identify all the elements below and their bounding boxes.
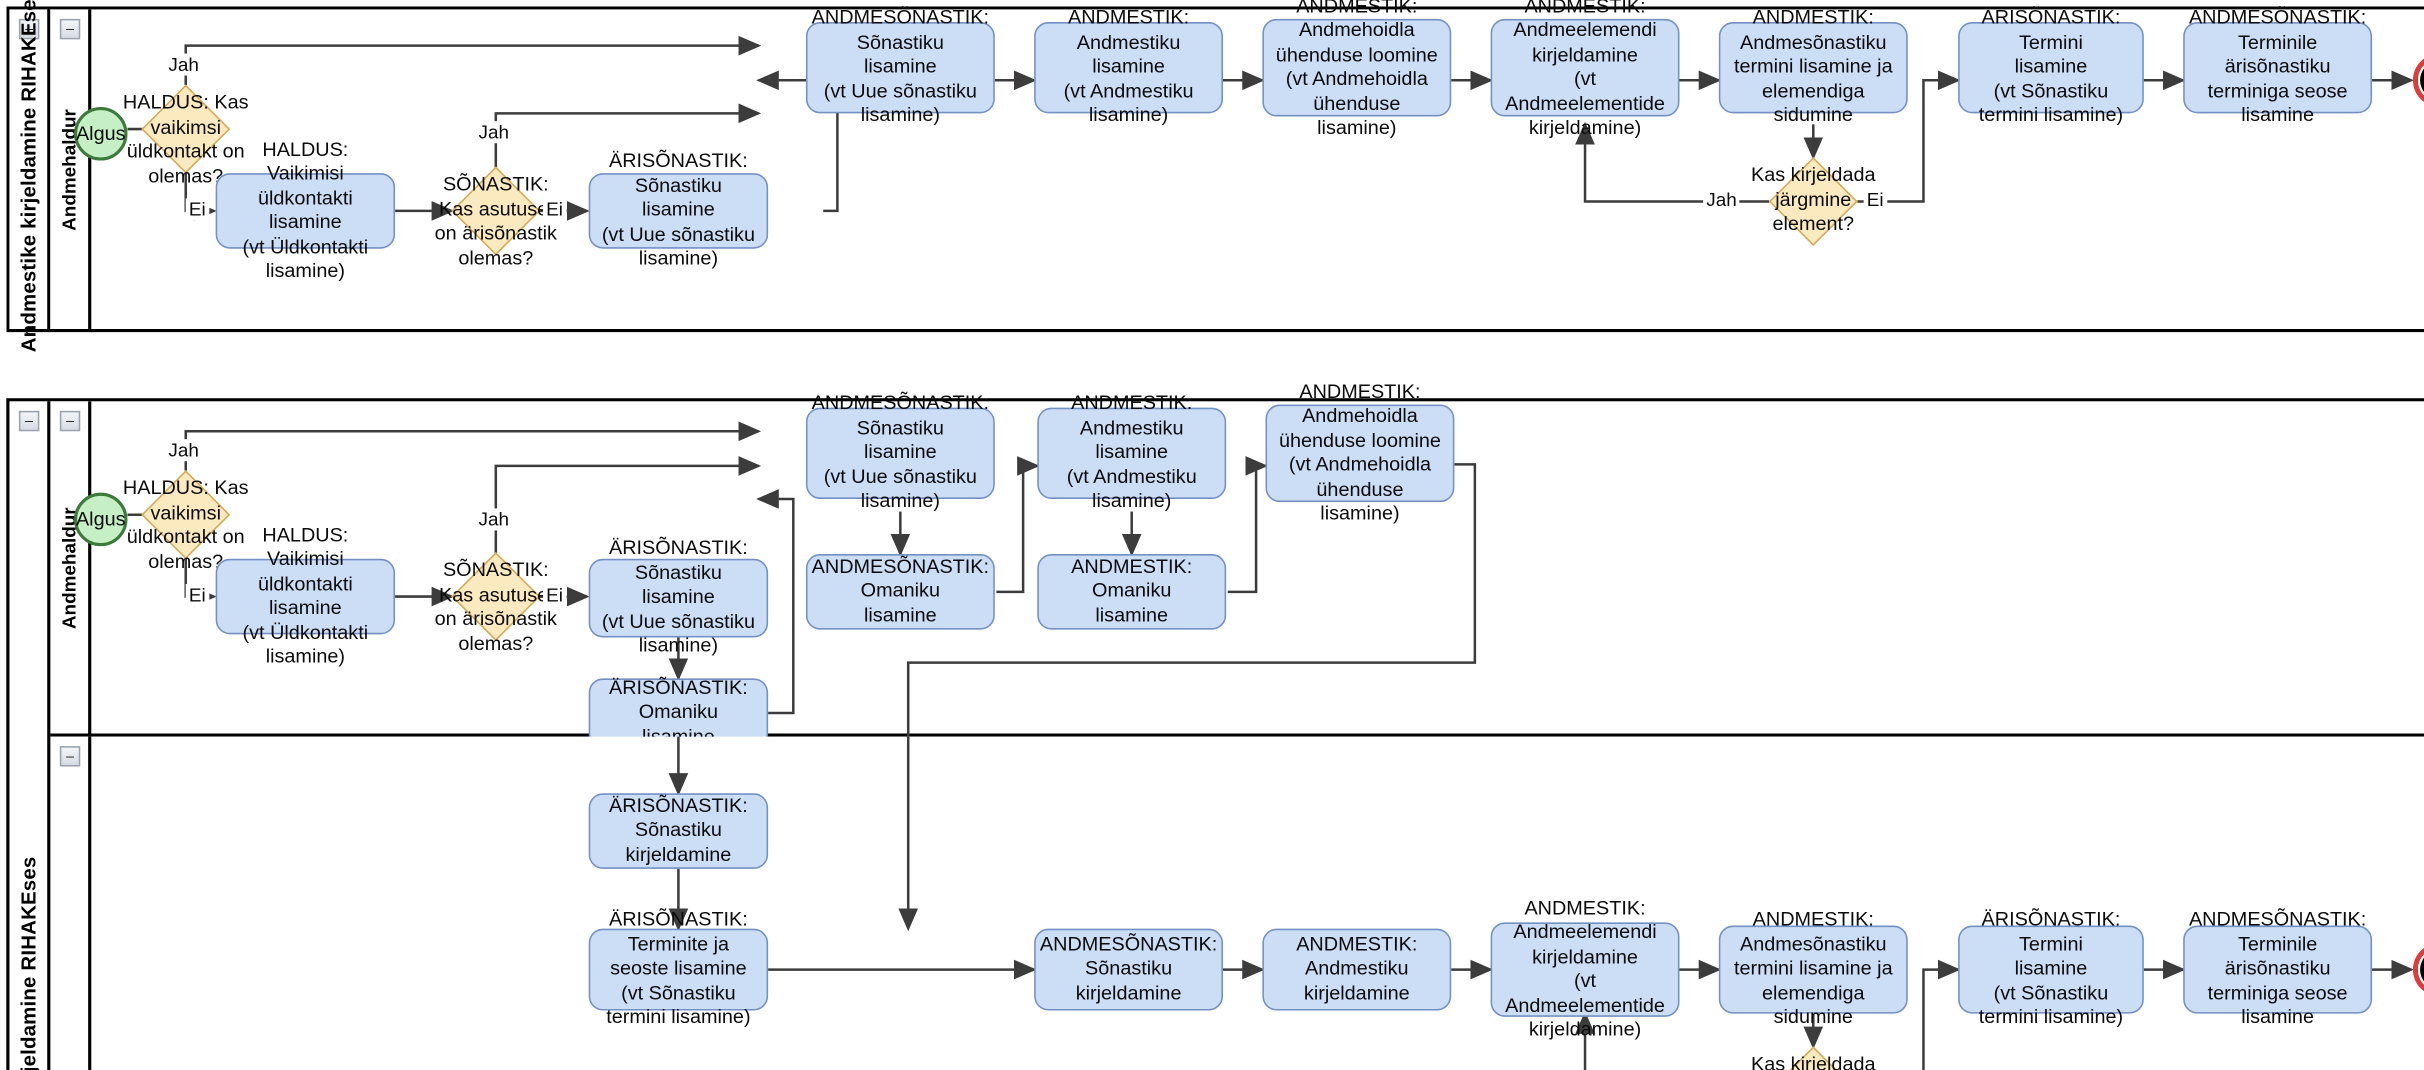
edge-label-jah-2-top: Jah [475, 121, 513, 144]
task-andmestik-lisamine-top[interactable]: ANDMESTIK: Andmestiku lisamine (vt Andme… [1034, 7, 1224, 126]
edge-layer-lane-andmehaldur [127, 421, 1477, 737]
task-arisonastik-termini-lisamine-bottom[interactable]: ÄRISÕNASTIK: Termini lisamine (vt Sõnast… [1958, 909, 2144, 1028]
task-andmeelemendi-kirjeldamine-top[interactable]: ANDMESTIK: Andmeelemendi kirjeldamine (v… [1490, 0, 1680, 139]
gateway-vaikimisi-uldkontakt-bottom[interactable] [141, 470, 231, 560]
task-arisonastik-terminite-seoste-lisamine[interactable]: ÄRISÕNASTIK: Terminite ja seoste lisamin… [588, 909, 769, 1028]
end-event-top[interactable] [2412, 53, 2424, 108]
lane-title-andmeomanik: – Andmeomanik [50, 736, 92, 1070]
gateway-kas-kirjeldada-jargmine-top[interactable] [1768, 156, 1858, 246]
task-andmesonastik-sonastiku-kirjeldamine[interactable]: ANDMESÕNASTIK: Sõnastiku kirjeldamine [1034, 928, 1224, 1011]
lane-andmehaldur-top: – Andmehaldur [50, 0, 2424, 329]
task-andmestik-omaniku-lisamine[interactable]: ANDMESTIK: Omaniku lisamine [1037, 554, 1227, 630]
task-andmesonastiku-termini-sidumine-bottom[interactable]: ANDMESTIK: Andmesõnastiku termini lisami… [1718, 909, 1908, 1028]
gateway-arisonastik-olemas-top[interactable] [451, 166, 541, 256]
start-event-top[interactable]: Algus [73, 107, 128, 161]
task-arisonastik-omaniku-lisamine[interactable]: ÄRISÕNASTIK: Omaniku lisamine [588, 676, 769, 748]
gateway-vaikimisi-uldkontakt-top[interactable] [141, 84, 231, 174]
pool-collapse-icon[interactable]: – [18, 410, 40, 432]
start-event-bottom[interactable]: Algus [73, 492, 128, 547]
edge-label-jah-2-bottom: Jah [475, 508, 513, 531]
lane-title-andmehaldur-bottom: – Andmehaldur [50, 401, 92, 734]
lane-collapse-icon[interactable]: – [59, 18, 81, 40]
pool-title-bottom: – Andmestike kirjeldamine RIHAKEses [9, 401, 51, 1070]
task-andmesonastiku-termini-sidumine-top[interactable]: ANDMESTIK: Andmesõnastiku termini lisami… [1718, 7, 1908, 126]
edge-label-ei-2-bottom: Ei [543, 583, 567, 606]
pool-collapse-icon[interactable]: – [18, 18, 40, 40]
lane-collapse-icon[interactable]: – [59, 746, 81, 767]
pool-top: – Andmestike kirjeldamine RIHAKEses – An… [6, 0, 2424, 351]
pool-title-text: Andmestike kirjeldamine RIHAKEses [16, 0, 41, 352]
edge-label-ei-1-top: Ei [185, 198, 209, 221]
edge-label-jah-1-top: Jah [165, 53, 203, 76]
task-terminile-seose-lisamine-top[interactable]: ANDMESÕNASTIK: Terminile ärisõnastiku te… [2183, 7, 2373, 126]
end-event-bottom[interactable] [2412, 942, 2424, 997]
task-haldus-uldkontakt-bottom[interactable]: HALDUS: Vaikimisi üldkontakti lisamine (… [215, 523, 396, 667]
task-arisonastik-sonastiku-lisamine-top[interactable]: ÄRISÕNASTIK: Sõnastiku lisamine (vt Uue … [588, 150, 769, 270]
lane-collapse-icon[interactable]: – [59, 410, 81, 432]
task-haldus-uldkontakt-top[interactable]: HALDUS: Vaikimisi üldkontakti lisamine (… [215, 138, 396, 282]
task-andmeelemendi-kirjeldamine-bottom[interactable]: ANDMESTIK: Andmeelemendi kirjeldamine (v… [1490, 896, 1680, 1040]
task-arisonastik-sonastiku-kirjeldamine[interactable]: ÄRISÕNASTIK: Sõnastiku kirjeldamine [588, 793, 769, 869]
edge-label-ei-2-top: Ei [543, 198, 567, 221]
gateway-arisonastik-olemas-bottom[interactable] [451, 552, 541, 642]
edge-label-ei-1-bottom: Ei [185, 583, 209, 606]
task-arisonastik-sonastiku-lisamine-bottom[interactable]: ÄRISÕNASTIK: Sõnastiku lisamine (vt Uue … [588, 537, 769, 657]
edge-label-ei-3-top: Ei [1863, 188, 1887, 211]
task-terminile-seose-lisamine-bottom[interactable]: ANDMESÕNASTIK: Terminile ärisõnastiku te… [2183, 909, 2373, 1028]
task-andmehoidla-uhendus-bottom[interactable]: ANDMESTIK: Andmehoidla ühenduse loomine … [1265, 380, 1455, 524]
pool-title-text: Andmestike kirjeldamine RIHAKEses [16, 855, 41, 1070]
task-andmehoidla-uhendus-top[interactable]: ANDMESTIK: Andmehoidla ühenduse loomine … [1262, 0, 1452, 139]
task-andmesonastik-omaniku-lisamine[interactable]: ANDMESÕNASTIK: Omaniku lisamine [805, 554, 995, 630]
lane-title-andmehaldur-top: – Andmehaldur [50, 9, 92, 329]
gateway-kas-kirjeldada-jargmine-bottom[interactable] [1768, 1046, 1858, 1070]
pool-title-top: – Andmestike kirjeldamine RIHAKEses [9, 0, 51, 351]
task-andmestik-andmestiku-kirjeldamine[interactable]: ANDMESTIK: Andmestiku kirjeldamine [1262, 928, 1452, 1011]
lane-andmeomanik: – Andmeomanik [50, 736, 2424, 1070]
edge-label-jah-1-bottom: Jah [165, 439, 203, 462]
pool-bottom: – Andmestike kirjeldamine RIHAKEses – An… [6, 380, 2424, 1070]
task-arisonastik-termini-lisamine-top[interactable]: ÄRISÕNASTIK: Termini lisamine (vt Sõnast… [1958, 7, 2144, 126]
lane-andmehaldur-bottom: – Andmehaldur [50, 380, 2424, 748]
edge-label-jah-3-top: Jah [1703, 188, 1740, 211]
task-andmesonastik-sonastiku-lisamine-bottom[interactable]: ANDMESÕNASTIK: Sõnastiku lisamine (vt Uu… [805, 392, 995, 512]
task-andmestik-lisamine-bottom[interactable]: ANDMESTIK: Andmestiku lisamine (vt Andme… [1037, 392, 1227, 512]
task-andmesonastik-sonastiku-lisamine-top[interactable]: ANDMESÕNASTIK: Sõnastiku lisamine (vt Uu… [805, 7, 995, 126]
